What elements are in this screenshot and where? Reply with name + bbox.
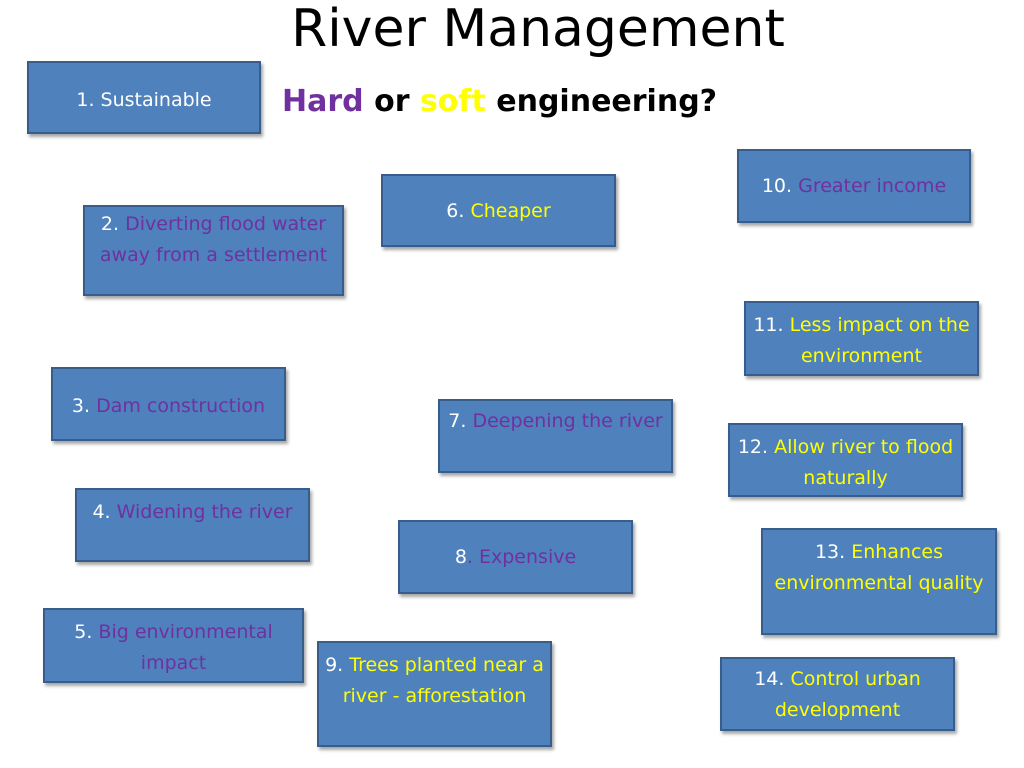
card-text: Enhances environmental quality bbox=[774, 541, 984, 594]
card-3[interactable]: 3. Dam construction bbox=[51, 367, 286, 441]
card-4[interactable]: 4. Widening the river bbox=[75, 488, 310, 562]
card-text: Cheaper bbox=[464, 200, 551, 222]
card-12[interactable]: 12. Allow river to flood naturally bbox=[728, 423, 963, 497]
card-number: 4. bbox=[92, 501, 111, 523]
card-number: 9. bbox=[325, 654, 344, 676]
card-number: 1. bbox=[76, 89, 95, 111]
card-8[interactable]: 8. Expensive bbox=[398, 520, 633, 594]
card-number: 3. bbox=[71, 395, 91, 417]
card-text: Big environmental impact bbox=[92, 621, 273, 674]
card-7[interactable]: 7. Deepening the river bbox=[438, 399, 673, 473]
card-text: Widening the river bbox=[110, 501, 293, 523]
subtitle-hard: Hard bbox=[282, 84, 364, 119]
card-number: 14. bbox=[754, 668, 785, 690]
card-text: Less impact on the environment bbox=[783, 314, 970, 367]
card-number: 8 bbox=[454, 546, 467, 568]
card-2[interactable]: 2. Diverting flood water away from a set… bbox=[83, 205, 344, 296]
card-text: . Expensive bbox=[466, 546, 577, 568]
card-1[interactable]: 1. Sustainable bbox=[27, 61, 261, 134]
card-9[interactable]: 9. Trees planted near a river - afforest… bbox=[317, 641, 552, 747]
card-number: 6. bbox=[446, 200, 465, 222]
card-number: 2. bbox=[100, 213, 120, 235]
card-number: 12. bbox=[737, 436, 769, 458]
card-text: Allow river to flood naturally bbox=[768, 436, 954, 489]
card-text: Deepening the river bbox=[466, 410, 663, 432]
subtitle-soft: soft bbox=[419, 84, 486, 119]
card-14[interactable]: 14. Control urban development bbox=[720, 657, 955, 731]
subtitle: Hard or soft engineering? bbox=[282, 82, 782, 122]
card-text: Dam construction bbox=[90, 395, 266, 417]
card-11[interactable]: 11. Less impact on the environment bbox=[744, 301, 979, 376]
page-title: River Management bbox=[291, 0, 785, 59]
card-5[interactable]: 5. Big environmental impact bbox=[43, 608, 304, 683]
card-text: Trees planted near a river - afforestati… bbox=[342, 654, 544, 707]
card-text: Sustainable bbox=[94, 89, 212, 111]
card-6[interactable]: 6. Cheaper bbox=[381, 174, 616, 247]
card-number: 11. bbox=[753, 314, 784, 336]
card-number: 13. bbox=[814, 541, 846, 563]
card-number: 7. bbox=[448, 410, 467, 432]
card-text: Control urban development bbox=[774, 668, 921, 721]
card-13[interactable]: 13. Enhances environmental quality bbox=[761, 528, 997, 635]
card-number: 10. bbox=[761, 175, 793, 197]
subtitle-or: or bbox=[374, 84, 410, 119]
subtitle-engineering: engineering? bbox=[496, 84, 718, 119]
card-text: Diverting flood water away from a settle… bbox=[99, 213, 328, 266]
card-number: 5. bbox=[74, 621, 93, 643]
card-text: Greater income bbox=[792, 175, 947, 197]
card-10[interactable]: 10. Greater income bbox=[737, 149, 971, 223]
